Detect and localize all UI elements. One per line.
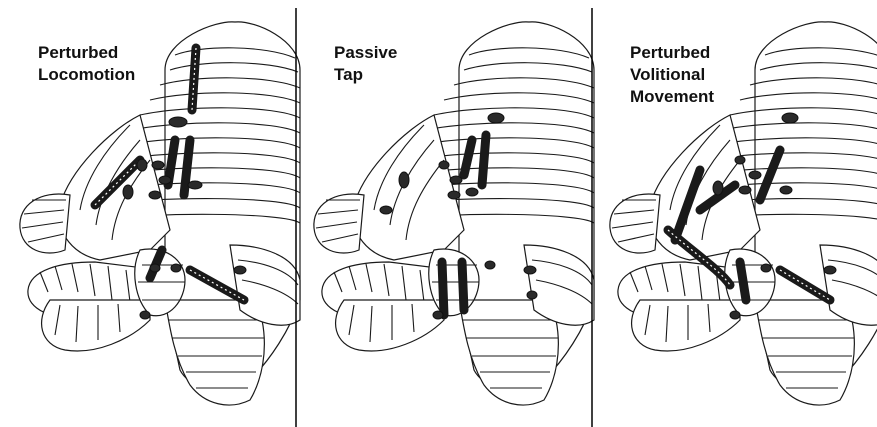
panel-locomotion-title-line1: Perturbed: [38, 43, 118, 62]
panel-tap-title-line1: Passive: [334, 43, 397, 62]
panel-volitional-title-line2: Volitional: [630, 65, 705, 84]
panel-tap-title-line2: Tap: [334, 65, 363, 84]
panel-locomotion-title-line2: Locomotion: [38, 65, 135, 84]
panel-tap: Passive Tap: [314, 22, 594, 405]
panel-volitional-title-line3: Movement: [630, 87, 714, 106]
panel-locomotion: Perturbed Locomotion: [20, 22, 300, 405]
panel-volitional-title-line1: Perturbed: [630, 43, 710, 62]
panel-volitional: Perturbed Volitional Movement: [610, 22, 877, 405]
